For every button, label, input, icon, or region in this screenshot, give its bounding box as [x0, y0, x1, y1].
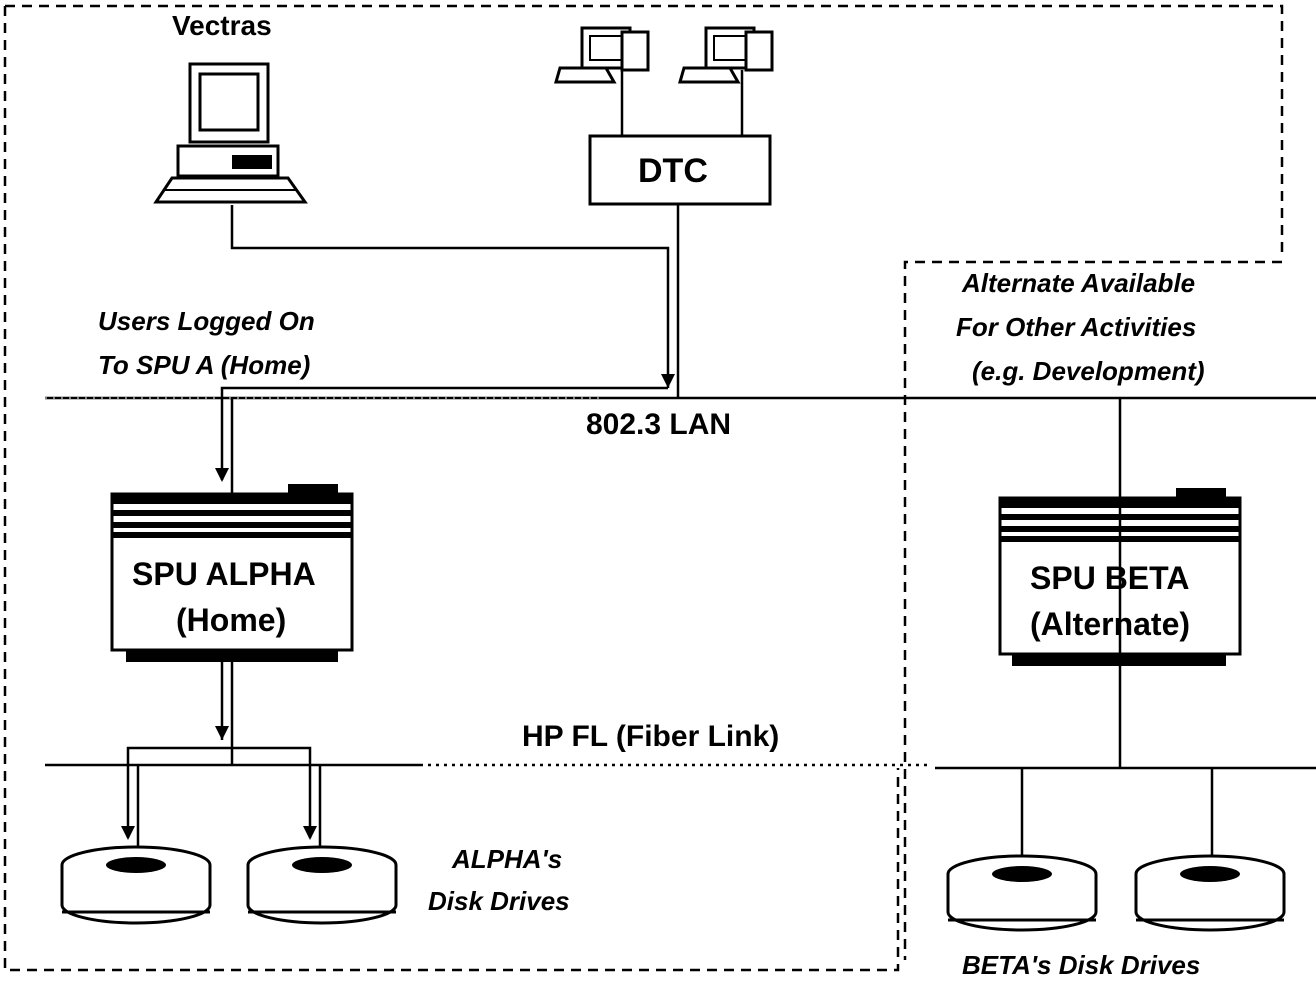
alternate-label-line3: (e.g. Development) [972, 356, 1205, 386]
vectras-label: Vectras [172, 10, 272, 41]
disk-fanout [126, 746, 312, 838]
arrow-into-fiber [215, 726, 229, 740]
arrow-into-alpha [215, 468, 229, 482]
alpha-disks-label-line2: Disk Drives [428, 886, 570, 916]
arrow-into-disk-1 [121, 826, 135, 840]
lan-label: 802.3 LAN [586, 408, 732, 441]
dtc-label: DTC [638, 152, 708, 190]
home-system-boundary [3, 4, 1284, 972]
disk-drive-icon [246, 845, 398, 925]
alternate-label-line1: Alternate Available [962, 268, 1196, 298]
beta-disks-label: BETA's Disk Drives [962, 950, 1201, 980]
spu-alpha-label-line2: (Home) [176, 602, 287, 638]
arrow-into-lan [661, 374, 675, 388]
vectra-to-lan [230, 205, 670, 388]
alternate-system-boundary [903, 260, 1282, 960]
spu-alpha-label-line1: SPU ALPHA [132, 556, 316, 592]
alternate-label-line2: For Other Activities [956, 312, 1197, 342]
users-logged-on-label-line1: Users Logged On [98, 306, 315, 336]
spu-beta-label-line1: SPU BETA [1030, 560, 1190, 596]
user-session-path [220, 386, 668, 480]
dtc-box [588, 134, 772, 206]
vectra-pc-icon [153, 62, 308, 204]
disk-drive-icon [60, 845, 212, 925]
disk-drive-icon [946, 854, 1098, 932]
disk-drive-icon [1134, 854, 1286, 932]
fiber-link-label: HP FL (Fiber Link) [522, 720, 780, 753]
alpha-disks-label-line1: ALPHA's [452, 844, 563, 874]
terminal-icon [554, 26, 650, 136]
spu-beta-label-line2: (Alternate) [1030, 606, 1191, 642]
terminal-icon [678, 26, 774, 136]
arrow-into-disk-2 [303, 826, 317, 840]
users-logged-on-label-line2: To SPU A (Home) [98, 350, 311, 380]
